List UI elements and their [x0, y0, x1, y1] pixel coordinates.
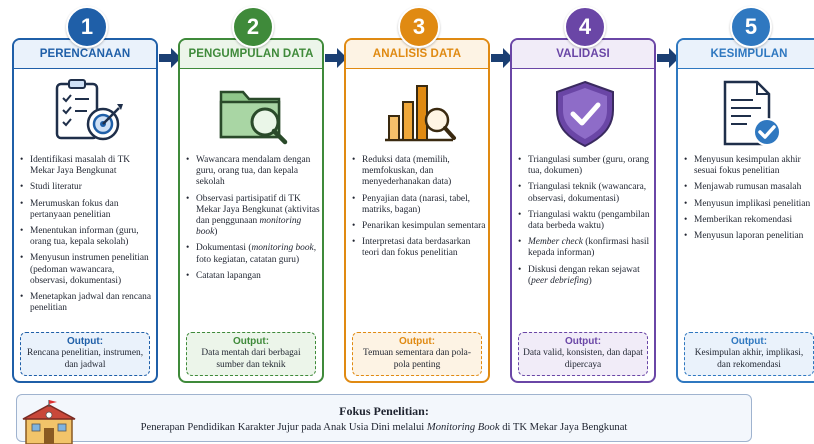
stage-number-badge: 3: [398, 6, 440, 48]
stage-item: Penarikan kesimpulan sementara: [352, 221, 486, 232]
output-text: Data valid, konsisten, dan dapat diperca…: [523, 348, 643, 370]
stage-item: Interpretasi data berdasarkan teori dan …: [352, 237, 486, 259]
stage-panel: PENGUMPULAN DATA Wawancara mendalam deng…: [178, 38, 324, 383]
stage-2: 2 PENGUMPULAN DATA Wawancara mendalam de…: [178, 0, 328, 385]
stage-3: 3 ANALISIS DATA Reduksi data (memilih, m…: [344, 0, 494, 385]
stage-item: Menentukan informan (guru, orang tua, ke…: [20, 226, 154, 248]
stage-item: Merumuskan fokus dan pertanyaan peneliti…: [20, 199, 154, 221]
output-text: Kesimpulan akhir, implikasi, dan rekomen…: [694, 348, 804, 370]
stage-number-badge: 2: [232, 6, 274, 48]
stage-number-badge: 4: [564, 6, 606, 48]
stage-body: Reduksi data (memilih, memfokuskan, dan …: [346, 69, 488, 381]
bar-chart-search-icon: [385, 85, 456, 142]
stage-number-badge: 5: [730, 6, 772, 48]
output-label: Output:: [398, 336, 436, 347]
focus-box: Fokus Penelitian: Penerapan Pendidikan K…: [16, 394, 752, 442]
checklist-target-icon: [55, 79, 123, 141]
flow-arrow-icon: [491, 48, 513, 68]
flow-arrow-icon: [657, 48, 679, 68]
folder-search-icon: [219, 90, 288, 145]
stage-body: Identifikasi masalah di TK Mekar Jaya Be…: [14, 69, 156, 381]
stage-5: 5 KESIMPULAN Menyusun kesimpulan akhir s…: [676, 0, 814, 385]
stage-item: Menyusun instrumen penelitian (pedoman w…: [20, 253, 154, 287]
stage-item: Menetapkan jadwal dan rencana penelitian: [20, 292, 154, 314]
stage-body: Wawancara mendalam dengan guru, orang tu…: [180, 69, 322, 381]
output-label: Output:: [66, 336, 104, 347]
output-label: Output:: [564, 336, 602, 347]
stage-item: Identifikasi masalah di TK Mekar Jaya Be…: [20, 155, 154, 177]
stage-output-box: Output: Data valid, konsisten, dan dapat…: [518, 332, 648, 376]
stage-item: Triangulasi sumber (guru, orang tua, dok…: [518, 155, 652, 177]
shield-check-icon: [556, 80, 614, 148]
flow-arrow-icon: [159, 48, 181, 68]
stage-item: Dokumentasi (monitoring book, foto kegia…: [186, 243, 320, 265]
stage-item-list: Menyusun kesimpulan akhir sesuai fokus p…: [678, 155, 814, 247]
stage-output-box: Output: Kesimpulan akhir, implikasi, dan…: [684, 332, 814, 376]
stage-item: Menjawab rumusan masalah: [684, 182, 814, 193]
output-text: Data mentah dari berbagai sumber dan tek…: [201, 348, 301, 370]
stage-item: Triangulasi waktu (pengambilan data berb…: [518, 210, 652, 232]
output-label: Output:: [232, 336, 270, 347]
stage-item: Member check (konfirmasi hasil kepada in…: [518, 237, 652, 259]
stage-item: Reduksi data (memilih, memfokuskan, dan …: [352, 155, 486, 189]
flow-arrow-icon: [325, 48, 347, 68]
focus-text: Penerapan Pendidikan Karakter Jujur pada…: [140, 422, 628, 433]
stage-output-box: Output: Data mentah dari berbagai sumber…: [186, 332, 316, 376]
stage-item-list: Wawancara mendalam dengan guru, orang tu…: [180, 155, 322, 287]
document-check-icon: [723, 80, 781, 146]
stage-item: Diskusi dengan rekan sejawat (peer debri…: [518, 265, 652, 287]
stage-body: Menyusun kesimpulan akhir sesuai fokus p…: [678, 69, 814, 381]
stage-item-list: Triangulasi sumber (guru, orang tua, dok…: [512, 155, 654, 292]
stage-panel: KESIMPULAN Menyusun kesimpulan akhir ses…: [676, 38, 814, 383]
stage-body: Triangulasi sumber (guru, orang tua, dok…: [512, 69, 654, 381]
stage-item: Wawancara mendalam dengan guru, orang tu…: [186, 155, 320, 189]
stage-item-list: Identifikasi masalah di TK Mekar Jaya Be…: [14, 155, 156, 319]
stage-1: 1 PERENCANAAN Identifikasi masalah di TK…: [12, 0, 162, 385]
stage-item: Penyajian data (narasi, tabel, matriks, …: [352, 194, 486, 216]
stage-output-box: Output: Rencana penelitian, instrumen, d…: [20, 332, 150, 376]
stage-number-badge: 1: [66, 6, 108, 48]
school-building-icon: [22, 400, 76, 444]
output-text: Temuan sementara dan pola-pola penting: [363, 348, 471, 370]
output-label: Output:: [730, 336, 768, 347]
stage-4: 4 VALIDASI Triangulasi sumber (guru, ora…: [510, 0, 660, 385]
stage-item-list: Reduksi data (memilih, memfokuskan, dan …: [346, 155, 488, 265]
stage-item: Triangulasi teknik (wawancara, observasi…: [518, 182, 652, 204]
stage-panel: VALIDASI Triangulasi sumber (guru, orang…: [510, 38, 656, 383]
stage-item: Menyusun implikasi penelitian: [684, 199, 814, 210]
stage-panel: PERENCANAAN Identifikasi masalah di TK M…: [12, 38, 158, 383]
stage-item: Menyusun laporan penelitian: [684, 231, 814, 242]
focus-title: Fokus Penelitian:: [339, 404, 429, 418]
stage-output-box: Output: Temuan sementara dan pola-pola p…: [352, 332, 482, 376]
output-text: Rencana penelitian, instrumen, dan jadwa…: [26, 348, 144, 370]
stage-item: Observasi partisipatif di TK Mekar Jaya …: [186, 194, 320, 239]
stage-item: Menyusun kesimpulan akhir sesuai fokus p…: [684, 155, 814, 177]
stage-item: Studi literatur: [20, 182, 154, 193]
stage-item: Memberikan rekomendasi: [684, 215, 814, 226]
stage-item: Catatan lapangan: [186, 271, 320, 282]
stage-panel: ANALISIS DATA Reduksi data (memilih, mem…: [344, 38, 490, 383]
